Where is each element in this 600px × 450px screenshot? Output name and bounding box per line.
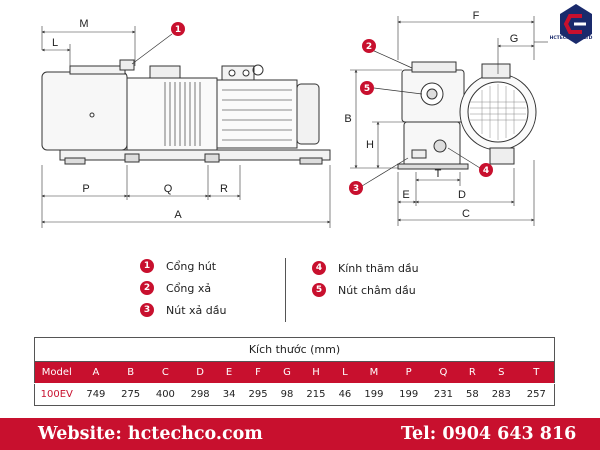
value-cell: 749 xyxy=(78,383,114,406)
dim-label-b: B xyxy=(344,113,351,125)
legend-item-5: 5 Nút châm dầu xyxy=(312,281,416,299)
footer-bar: Website: hctechco.com Tel: 0904 643 816 xyxy=(0,418,600,450)
header-cell: T xyxy=(518,361,555,384)
logo-company-name: HCTECH CO., LTD xyxy=(549,36,593,41)
pump-technical-drawing: M L P Q R A F G B H T E D C 1 2 5 3 4 xyxy=(41,10,548,228)
legend-label: Nút xả dầu xyxy=(166,303,227,317)
value-cell: 34 xyxy=(217,383,241,406)
callout-1: 1 xyxy=(175,25,181,35)
dim-label-p: P xyxy=(82,183,89,195)
header-cell: C xyxy=(148,361,183,384)
value-cell: 46 xyxy=(333,383,357,406)
dim-label-a: A xyxy=(174,209,182,221)
dim-label-e: E xyxy=(402,189,409,201)
dim-label-f: F xyxy=(473,10,480,22)
dim-label-m: M xyxy=(79,18,88,30)
value-cell: 283 xyxy=(483,383,519,406)
callout-3: 3 xyxy=(353,184,359,194)
header-cell: R xyxy=(460,361,484,384)
value-cell: 199 xyxy=(356,383,392,406)
legend-badge: 2 xyxy=(140,281,154,295)
legend-item-1: 1 Cổng hút xyxy=(140,257,216,275)
table-caption: Kích thước (mm) xyxy=(34,337,555,362)
phone-number[interactable]: Tel: 0904 643 816 xyxy=(401,424,577,444)
legend-label: Kính thăm dầu xyxy=(338,261,419,275)
legend-badge: 4 xyxy=(312,261,326,275)
header-cell: M xyxy=(356,361,392,384)
dim-label-c: C xyxy=(462,208,470,220)
dim-label-g: G xyxy=(510,33,519,45)
side-dimensions xyxy=(41,26,331,228)
dimension-table: Kích thước (mm) Model A B C D E F G H L … xyxy=(34,337,555,406)
value-cell: 295 xyxy=(240,383,276,406)
legend-item-2: 2 Cổng xả xyxy=(140,279,211,297)
header-cell: H xyxy=(298,361,334,384)
website-link[interactable]: Website: hctechco.com xyxy=(38,424,263,444)
legend-label: Cổng xả xyxy=(166,281,212,295)
legend-badge: 1 xyxy=(140,259,154,273)
value-cell: 100EV xyxy=(34,383,79,406)
value-cell: 231 xyxy=(426,383,461,406)
value-cell: 199 xyxy=(391,383,427,406)
header-cell: S xyxy=(483,361,519,384)
legend-label: Cổng hút xyxy=(166,259,217,273)
dim-label-d: D xyxy=(458,189,466,201)
end-dimensions xyxy=(350,16,548,226)
hctech-logo xyxy=(560,4,592,44)
legend-item-3: 3 Nút xả dầu xyxy=(140,301,226,319)
legend-item-4: 4 Kính thăm dầu xyxy=(312,259,419,277)
dim-label-r: R xyxy=(220,183,228,195)
dim-label-t: T xyxy=(435,168,442,180)
header-cell: Model xyxy=(34,361,79,384)
header-cell: B xyxy=(113,361,148,384)
header-cell: P xyxy=(391,361,427,384)
dim-label-q: Q xyxy=(164,183,173,195)
header-cell: D xyxy=(182,361,218,384)
side-view xyxy=(41,59,331,165)
header-cell: Q xyxy=(426,361,461,384)
dim-label-h: H xyxy=(366,139,374,151)
end-view xyxy=(397,61,537,170)
header-cell: L xyxy=(333,361,357,384)
header-cell: F xyxy=(240,361,276,384)
header-cell: A xyxy=(78,361,114,384)
header-cell: E xyxy=(217,361,241,384)
value-cell: 98 xyxy=(275,383,299,406)
legend-divider xyxy=(285,258,286,322)
value-cell: 400 xyxy=(148,383,183,406)
dim-label-l: L xyxy=(52,37,58,49)
value-cell: 275 xyxy=(113,383,148,406)
legend-label: Nút châm dầu xyxy=(338,283,416,297)
callout-4: 4 xyxy=(483,166,489,176)
value-cell: 215 xyxy=(298,383,334,406)
value-cell: 298 xyxy=(182,383,218,406)
header-cell: G xyxy=(275,361,299,384)
legend-badge: 5 xyxy=(312,283,326,297)
callout-2: 2 xyxy=(366,42,372,52)
value-cell: 257 xyxy=(518,383,555,406)
table-row: 100EV 749 275 400 298 34 295 98 215 46 1… xyxy=(34,383,555,406)
table-header-row: Model A B C D E F G H L M P Q R S T xyxy=(34,361,555,384)
value-cell: 58 xyxy=(460,383,484,406)
legend-badge: 3 xyxy=(140,303,154,317)
callout-5: 5 xyxy=(364,84,370,94)
